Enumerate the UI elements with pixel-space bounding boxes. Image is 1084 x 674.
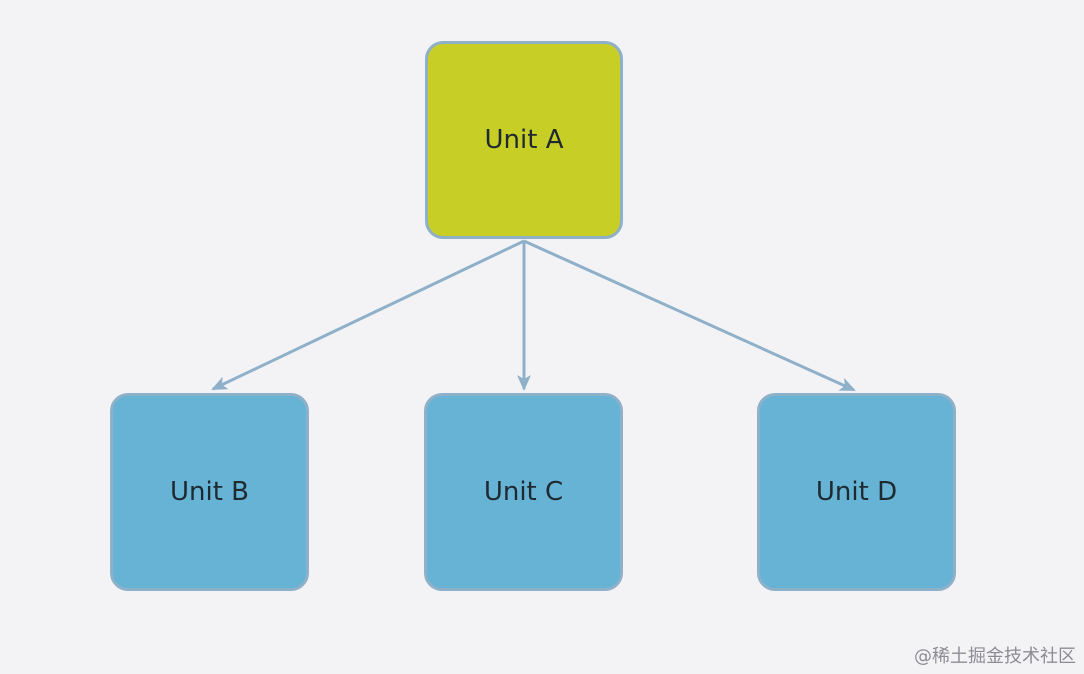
node-unit-b-label: Unit B — [169, 477, 250, 507]
node-unit-c[interactable]: Unit C — [424, 393, 623, 591]
node-unit-b[interactable]: Unit B — [110, 393, 309, 591]
edge-a-to-d — [523, 239, 856, 392]
node-unit-a-label: Unit A — [484, 125, 564, 155]
node-unit-c-label: Unit C — [483, 477, 564, 507]
node-unit-d-label: Unit D — [815, 477, 898, 507]
node-unit-a[interactable]: Unit A — [425, 41, 623, 239]
edge-a-to-b — [211, 239, 525, 391]
node-unit-d[interactable]: Unit D — [757, 393, 956, 591]
watermark: @稀土掘金技术社区 — [914, 646, 1076, 667]
